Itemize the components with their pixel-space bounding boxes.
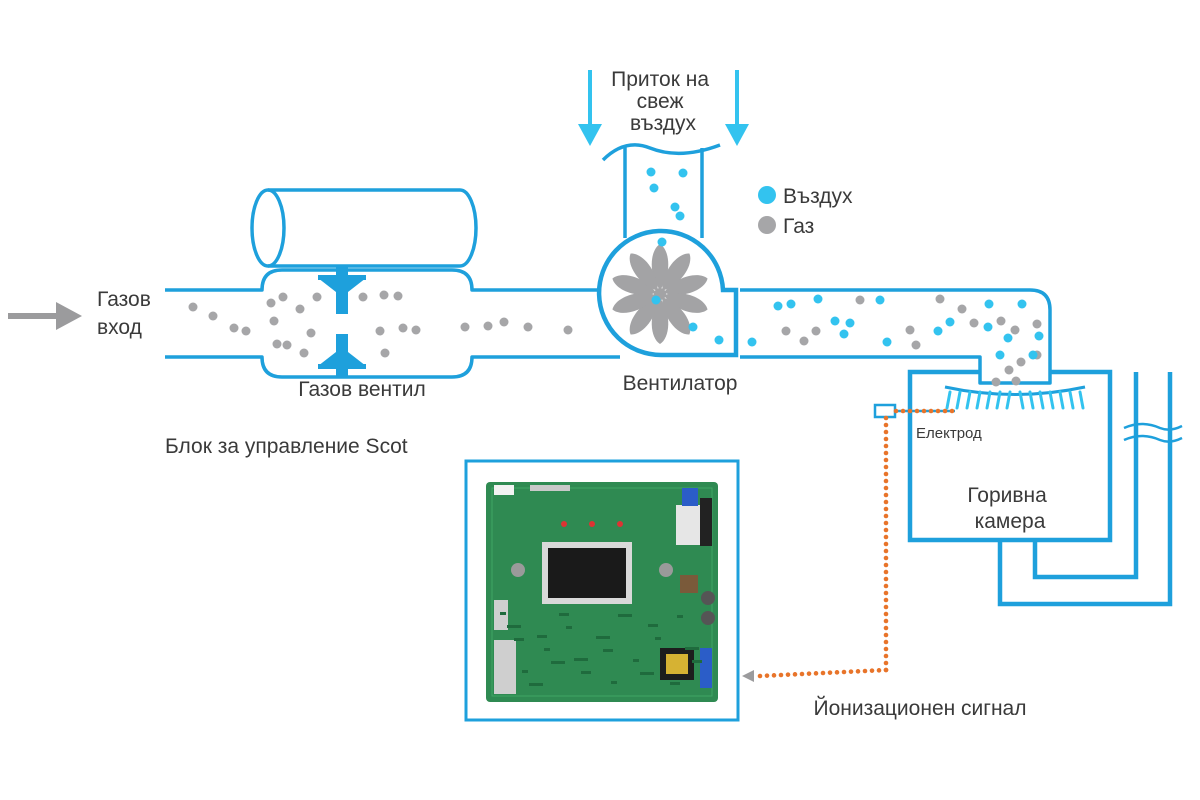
gas-valve-icon bbox=[318, 266, 366, 378]
control-board-icon bbox=[486, 482, 718, 702]
burner-icon bbox=[944, 385, 1086, 410]
gas-inlet-label: Газов вход bbox=[97, 288, 157, 339]
gas-swatch bbox=[758, 216, 776, 234]
air-swatch bbox=[758, 186, 776, 204]
fresh-air-intake bbox=[578, 70, 749, 238]
electrode-label: Електрод bbox=[916, 425, 982, 442]
legend-gas-label: Газ bbox=[783, 215, 814, 238]
mixing-duct bbox=[740, 288, 1052, 385]
legend-item-gas: Газ bbox=[758, 215, 814, 238]
fresh-air-label: Приток на свеж въздух bbox=[611, 68, 715, 135]
gas-valve-label: Газов вентил bbox=[298, 378, 426, 401]
fan-icon bbox=[612, 244, 708, 344]
fan-label: Вентилатор bbox=[623, 372, 738, 395]
legend-air-label: Въздух bbox=[783, 185, 853, 208]
combustion-chamber-label: Горивна камера bbox=[967, 484, 1052, 533]
ionization-signal-label: Йонизационен сигнал bbox=[814, 696, 1027, 720]
signal-arrowhead bbox=[742, 670, 754, 682]
gas-pipe bbox=[165, 268, 620, 379]
control-unit-label: Блок за управление Scot bbox=[165, 435, 408, 458]
gas-inlet-arrow bbox=[8, 302, 82, 330]
legend: Въздух Газ bbox=[758, 185, 853, 238]
particles bbox=[188, 167, 1044, 387]
ionization-signal-line bbox=[757, 408, 955, 679]
control-unit-frame bbox=[464, 459, 740, 722]
valve-actuator bbox=[250, 188, 478, 268]
fan-housing bbox=[596, 228, 739, 358]
combustion-chamber bbox=[907, 369, 1183, 607]
legend-item-air: Въздух bbox=[758, 185, 853, 208]
